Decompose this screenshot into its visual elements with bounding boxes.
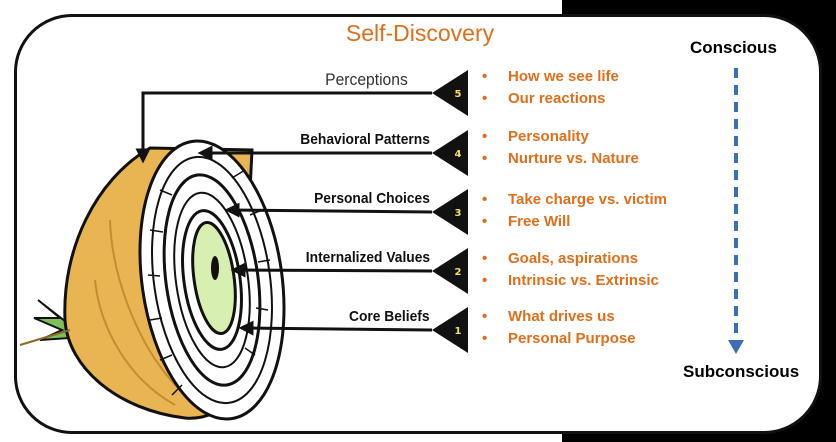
- list-item: Intrinsic vs. Extrinsic: [482, 270, 659, 292]
- subconscious-label: Subconscious: [683, 362, 800, 381]
- level-label-personal-choices: Personal Choices: [314, 190, 430, 207]
- level-3-items: Take charge vs. victim Free Will: [482, 189, 667, 233]
- level-label-internalized-values: Internalized Values: [305, 249, 430, 266]
- diagram-title: Self-Discovery: [345, 20, 495, 46]
- list-item: Take charge vs. victim: [482, 189, 667, 211]
- list-item: Personal Purpose: [482, 328, 636, 350]
- level-label-behavioral-patterns: Behavioral Patterns: [300, 131, 430, 148]
- level-1-items: What drives us Personal Purpose: [482, 306, 636, 350]
- level-2-items: Goals, aspirations Intrinsic vs. Extrins…: [482, 248, 659, 292]
- level-number-1: 1: [455, 326, 462, 337]
- list-item: What drives us: [482, 306, 636, 328]
- level-number-2: 2: [455, 267, 462, 278]
- list-item: Free Will: [482, 211, 667, 233]
- list-item: Nurture vs. Nature: [482, 148, 639, 170]
- conscious-subconscious-arrow: [728, 68, 744, 354]
- level-number-5: 5: [455, 89, 462, 100]
- level-markers: 5 4 3 2 1: [432, 70, 468, 353]
- level-number-3: 3: [455, 208, 462, 219]
- level-connectors: [135, 91, 433, 336]
- level-5-items: How we see life Our reactions: [482, 66, 619, 110]
- list-item: Our reactions: [482, 88, 619, 110]
- level-label-core-beliefs: Core Beliefs: [349, 308, 430, 325]
- level-number-4: 4: [455, 149, 462, 160]
- onion-rings: [138, 139, 286, 421]
- onion-sprout: [33, 299, 71, 341]
- level-4-items: Personality Nurture vs. Nature: [482, 126, 639, 170]
- list-item: Personality: [482, 126, 639, 148]
- list-item: Goals, aspirations: [482, 248, 659, 270]
- level-label-perceptions: Perceptions: [325, 70, 408, 89]
- list-item: How we see life: [482, 66, 619, 88]
- conscious-label: Conscious: [690, 38, 777, 57]
